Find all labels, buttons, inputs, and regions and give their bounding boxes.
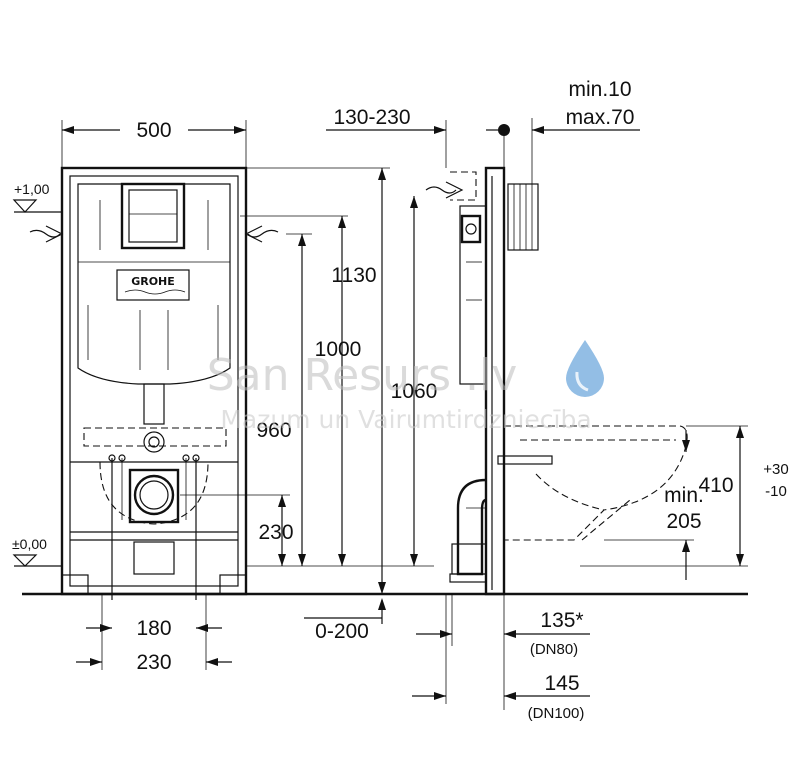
dim-1060: 1060 — [391, 380, 438, 403]
dim-frame-width: 500 — [136, 119, 171, 142]
level-floor: ±0,00 — [12, 536, 47, 552]
dim-1000: 1000 — [315, 338, 362, 361]
dim-230-width: 230 — [136, 651, 171, 674]
front-view: GROHE +1,00 — [12, 166, 279, 600]
dim-1130: 1130 — [331, 264, 376, 287]
dim-410: 410 — [698, 474, 733, 497]
dim-max-70: max.70 — [566, 106, 635, 129]
level-top: +1,00 — [14, 181, 50, 197]
vertical-dims: 1130 1000 960 1060 230 — [180, 167, 438, 594]
dim-tol-plus: +30 — [763, 461, 788, 478]
watermark-title: San Resurs .lv — [207, 350, 518, 401]
dim-dn80-label: (DN80) — [530, 641, 578, 658]
frame-outline — [60, 166, 248, 596]
wall-panel — [507, 183, 539, 251]
dim-180: 180 — [136, 617, 171, 640]
dim-0-200: 0-200 — [315, 620, 369, 643]
water-drop-icon — [566, 340, 604, 397]
brand-label: GROHE — [131, 275, 175, 288]
watermark: San Resurs .lv Mazum un Vairumtirdzniecī… — [207, 340, 604, 434]
bottom-dims: 180 230 0-200 — [76, 594, 386, 674]
watermark-subtitle: Mazum un Vairumtirdzniecība — [220, 405, 591, 434]
bowl-dims: 410 +30 -10 min. 205 — [580, 425, 789, 580]
dim-bowl-min-label: min. — [664, 484, 704, 507]
dim-500: 500 — [61, 119, 247, 168]
side-view — [425, 166, 688, 596]
drain-opening — [133, 474, 175, 516]
dim-130-230: 130-230 — [333, 106, 410, 129]
dim-bowl-min-value: 205 — [666, 510, 701, 533]
bowl-outline-front — [83, 427, 227, 447]
dn-dims: 135* (DN80) 145 (DN100) — [412, 594, 590, 722]
dim-dn80-value: 135* — [540, 609, 583, 632]
cistern — [77, 183, 231, 385]
dim-230-height: 230 — [258, 521, 293, 544]
dim-dn100-value: 145 — [544, 672, 579, 695]
dim-tol-minus: -10 — [765, 483, 787, 500]
dim-dn100-label: (DN100) — [528, 705, 585, 722]
dim-960: 960 — [256, 419, 291, 442]
dim-min-10: min.10 — [568, 78, 631, 101]
side-top-dims: 130-230 min.10 max.70 — [326, 78, 640, 184]
flush-plate — [120, 182, 186, 250]
brand-badge — [116, 269, 190, 301]
bowl-outline-side — [504, 425, 688, 541]
